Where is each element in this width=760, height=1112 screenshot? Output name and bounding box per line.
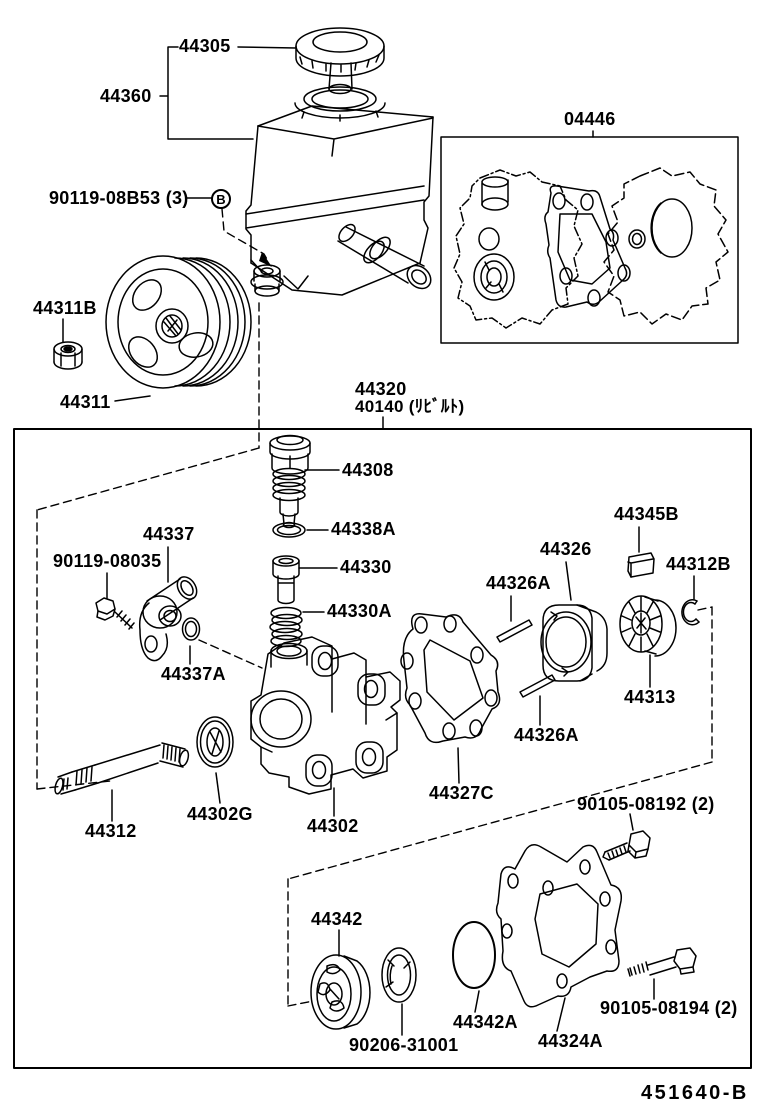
part-label-44326: 44326 <box>540 539 592 559</box>
drive-shaft-drawing <box>54 742 190 795</box>
part-label-44326a-upper: 44326A <box>486 573 551 593</box>
nut-drawing <box>53 341 83 370</box>
reservoir-outlet-tube-drawing <box>337 223 432 290</box>
part-label-44312: 44312 <box>85 821 137 841</box>
part-label-44330a: 44330A <box>327 601 392 621</box>
vane-plate-drawing <box>627 552 655 578</box>
part-label-44311b: 44311B <box>33 298 97 318</box>
reservoir-neck-drawing <box>294 86 386 122</box>
part-label-44338a: 44338A <box>331 519 396 539</box>
part-label-04446: 04446 <box>564 109 616 129</box>
fitting-oring-drawing <box>181 617 201 641</box>
part-label-44308: 44308 <box>342 460 394 480</box>
control-valve-drawing <box>272 555 300 605</box>
suction-valve-drawing <box>269 434 311 529</box>
part-label-90105-08192: 90105-08192 (2) <box>577 794 715 814</box>
plate-gasket-drawing <box>400 613 501 744</box>
part-label-44337a: 44337A <box>161 664 226 684</box>
gasket-kit-drawing <box>453 167 729 329</box>
part-label-40140-rebuilt: 40140 (ﾘﾋﾞﾙﾄ) <box>355 397 465 416</box>
part-label-44342a: 44342A <box>453 1012 518 1032</box>
part-label-44337: 44337 <box>143 524 195 544</box>
union-bolt-drawing <box>95 597 135 630</box>
cam-ring-drawing <box>540 604 608 682</box>
part-label-44302g: 44302G <box>187 804 253 824</box>
part-label-44327c: 44327C <box>429 783 494 803</box>
pulley-drawing <box>105 255 252 389</box>
part-label-44302: 44302 <box>307 816 359 836</box>
part-label-44320: 44320 <box>355 379 407 399</box>
callout-b-circle: B <box>211 189 231 209</box>
reservoir-grommet-drawing <box>250 264 284 297</box>
part-label-44312b: 44312B <box>666 554 731 574</box>
cover-oring-drawing <box>452 921 496 989</box>
rear-housing-drawing <box>495 844 623 1008</box>
dashed-arrowhead <box>259 252 272 267</box>
part-label-90119-08035: 90119-08035 <box>53 551 162 571</box>
front-housing-drawing <box>250 636 401 795</box>
reservoir-cap-drawing <box>295 27 385 95</box>
snap-ring-drawing <box>681 599 700 626</box>
oil-seal-drawing <box>196 716 234 768</box>
part-label-44342: 44342 <box>311 909 363 929</box>
part-label-44326a-lower: 44326A <box>514 725 579 745</box>
straight-pin-upper-drawing <box>496 619 533 643</box>
gasket-kit-box <box>440 136 739 344</box>
part-label-44313: 44313 <box>624 687 676 707</box>
part-label-44311: 44311 <box>60 392 111 412</box>
part-label-44345b: 44345B <box>614 504 679 524</box>
dashed-assembly-lines <box>36 208 713 1007</box>
part-label-44305: 44305 <box>179 36 231 56</box>
bolt-08194-drawing <box>627 947 697 977</box>
part-label-90119-08b53: 90119-08B53 (3) <box>49 188 189 208</box>
reservoir-body-drawing <box>245 105 434 296</box>
union-fitting-drawing <box>138 576 198 662</box>
callout-b-letter: B <box>216 191 226 207</box>
part-label-90105-08194: 90105-08194 (2) <box>600 998 738 1018</box>
part-label-44324a: 44324A <box>538 1031 603 1051</box>
drawing-number: 451640-B <box>641 1082 749 1104</box>
bolt-08192-drawing <box>602 830 651 861</box>
part-label-44330: 44330 <box>340 557 392 577</box>
side-plate-drawing <box>310 954 371 1030</box>
valve-oring-drawing <box>272 522 306 538</box>
wave-washer-drawing <box>381 947 417 1003</box>
leader-lines <box>62 46 695 1036</box>
part-label-44360: 44360 <box>100 86 152 106</box>
part-label-90206-31001: 90206-31001 <box>349 1035 459 1055</box>
rotor-drawing <box>619 595 677 657</box>
